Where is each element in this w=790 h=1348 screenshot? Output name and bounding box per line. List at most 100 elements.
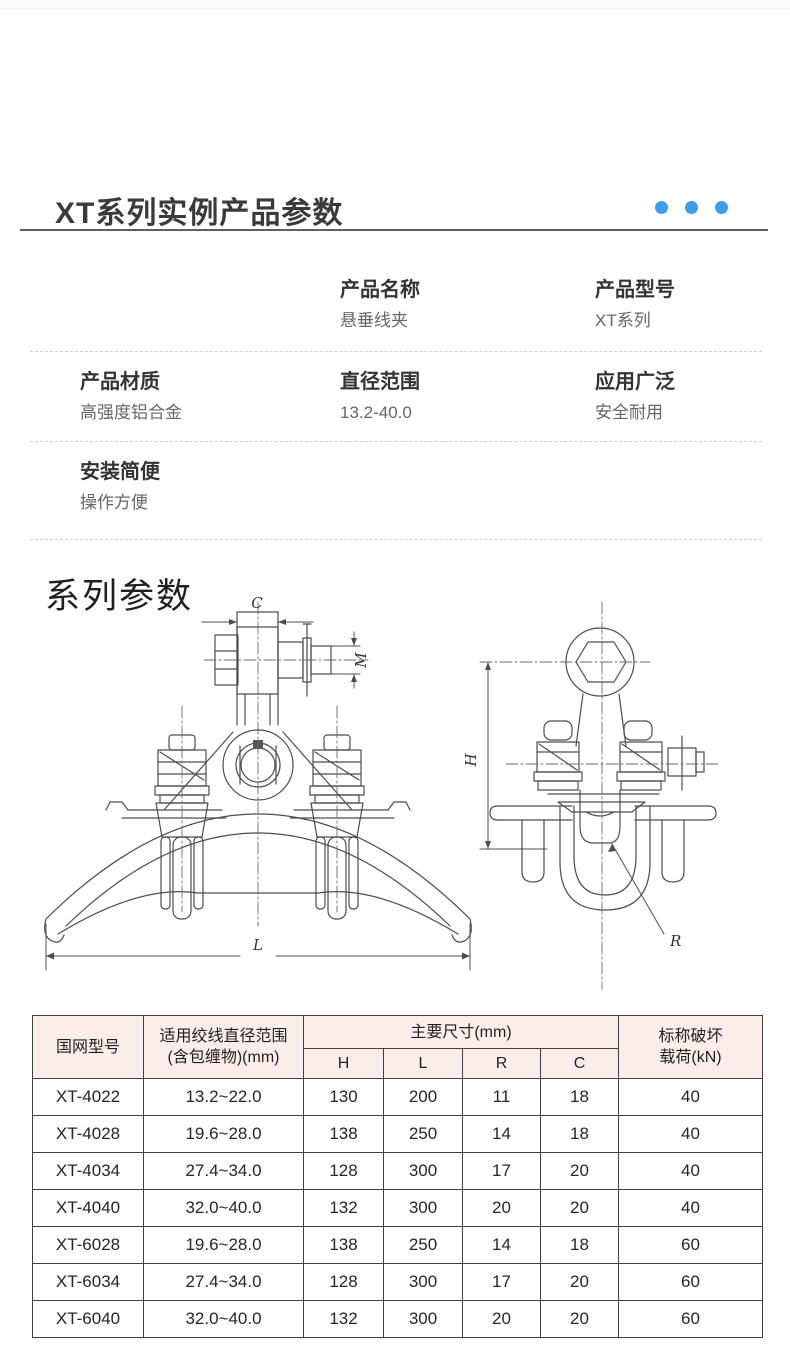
info-label: 安装简便 — [80, 461, 160, 483]
col-header-h: H — [303, 1048, 384, 1079]
col-header-r: R — [462, 1048, 541, 1079]
info-row: 产品材质 高强度铝合金 直径范围 13.2-40.0 应用广泛 安全耐用 — [30, 352, 762, 442]
table-cell: 20 — [462, 1189, 541, 1227]
table-cell: 300 — [383, 1263, 463, 1301]
table-cell: XT-4034 — [32, 1152, 144, 1190]
blue-dot-icon — [715, 201, 728, 214]
table-cell: 250 — [383, 1226, 463, 1264]
table-cell: 138 — [303, 1226, 384, 1264]
table-cell: 14 — [462, 1115, 541, 1153]
front-view-technical-drawing: C M L — [44, 594, 472, 971]
table-cell: 20 — [462, 1300, 541, 1338]
table-cell: 19.6~28.0 — [143, 1115, 304, 1153]
info-cell-product-name: 产品名称 悬垂线夹 — [340, 278, 595, 331]
table-cell: 13.2~22.0 — [143, 1078, 304, 1116]
table-cell: 300 — [383, 1189, 463, 1227]
table-cell: 138 — [303, 1115, 384, 1153]
info-cell-empty — [80, 278, 340, 331]
table-cell: 18 — [539, 1226, 620, 1264]
title-divider — [20, 229, 768, 231]
spec-table-header: 国网型号 适用绞线直径范围 (含包缠物)(mm) 主要尺寸(mm) 标称破坏 载… — [32, 1015, 764, 1079]
table-cell: 128 — [303, 1263, 384, 1301]
info-value: 操作方便 — [80, 493, 148, 512]
table-cell: 130 — [303, 1078, 384, 1116]
series-parameters-heading: 系列参数 — [45, 577, 194, 617]
dim-label-l: L — [252, 936, 263, 954]
table-cell: 18 — [539, 1078, 620, 1116]
blue-dot-icon — [685, 201, 698, 214]
table-cell: 20 — [539, 1300, 620, 1338]
table-cell: XT-6028 — [32, 1226, 144, 1264]
table-cell: 20 — [539, 1152, 620, 1190]
col-header-diameter-range: 适用绞线直径范围 (含包缠物)(mm) — [143, 1015, 304, 1079]
table-cell: 60 — [618, 1300, 764, 1338]
table-cell: 27.4~34.0 — [143, 1263, 304, 1301]
info-label: 直径范围 — [340, 371, 420, 393]
col-header-l: L — [383, 1048, 463, 1079]
table-cell: 17 — [462, 1152, 541, 1190]
table-cell: 18 — [539, 1115, 620, 1153]
table-cell: 132 — [303, 1189, 384, 1227]
page-top-strip — [0, 0, 790, 9]
col-header-model: 国网型号 — [32, 1015, 144, 1079]
side-view-technical-drawing: H R — [462, 601, 719, 990]
info-cell-installation: 安装简便 操作方便 — [80, 460, 340, 513]
table-cell: 60 — [618, 1226, 764, 1264]
table-cell: 132 — [303, 1300, 384, 1338]
info-cell-product-model: 产品型号 XT系列 — [595, 278, 762, 331]
info-cell-empty — [340, 460, 595, 513]
dots-group — [655, 201, 728, 214]
product-info-section: 产品名称 悬垂线夹 产品型号 XT系列 产品材质 高强度铝合金 直径范围 13.… — [0, 232, 790, 540]
spec-table: 国网型号 适用绞线直径范围 (含包缠物)(mm) 主要尺寸(mm) 标称破坏 载… — [32, 1015, 764, 1338]
table-cell: 40 — [618, 1115, 764, 1153]
info-row: 产品名称 悬垂线夹 产品型号 XT系列 — [30, 232, 762, 352]
info-value: 高强度铝合金 — [80, 403, 182, 422]
blue-dot-icon — [655, 201, 668, 214]
table-cell: 40 — [618, 1152, 764, 1190]
info-value: XT系列 — [595, 311, 651, 330]
table-cell: 40 — [618, 1189, 764, 1227]
table-cell: 200 — [383, 1078, 463, 1116]
info-cell-material: 产品材质 高强度铝合金 — [80, 370, 340, 423]
table-cell: 300 — [383, 1152, 463, 1190]
info-value: 悬垂线夹 — [340, 311, 408, 330]
table-cell: XT-4028 — [32, 1115, 144, 1153]
table-cell: 60 — [618, 1263, 764, 1301]
table-cell: 32.0~40.0 — [143, 1189, 304, 1227]
dim-label-c: C — [251, 594, 263, 612]
dim-label-h: H — [462, 753, 480, 768]
table-cell: XT-6040 — [32, 1300, 144, 1338]
info-cell-application: 应用广泛 安全耐用 — [595, 370, 762, 423]
info-label: 应用广泛 — [595, 371, 675, 393]
table-cell: 300 — [383, 1300, 463, 1338]
col-header-c: C — [539, 1048, 620, 1079]
table-cell: 250 — [383, 1115, 463, 1153]
table-cell: 27.4~34.0 — [143, 1152, 304, 1190]
col-header-main-dimensions: 主要尺寸(mm) — [302, 1015, 620, 1049]
info-value: 安全耐用 — [595, 403, 663, 422]
info-value: 13.2-40.0 — [340, 403, 412, 422]
info-label: 产品材质 — [80, 371, 160, 393]
technical-drawings-section: C M L — [0, 592, 790, 1014]
info-cell-empty — [595, 460, 762, 513]
table-cell: 19.6~28.0 — [143, 1226, 304, 1264]
table-cell: 128 — [303, 1152, 384, 1190]
table-cell: XT-4040 — [32, 1189, 144, 1227]
table-cell: XT-6034 — [32, 1263, 144, 1301]
info-cell-diameter: 直径范围 13.2-40.0 — [340, 370, 595, 423]
table-cell: 20 — [539, 1189, 620, 1227]
dim-label-r: R — [669, 932, 681, 950]
col-header-breaking-load: 标称破坏 载荷(kN) — [618, 1015, 764, 1079]
info-label: 产品名称 — [340, 279, 420, 301]
table-cell: XT-4022 — [32, 1078, 144, 1116]
table-cell: 14 — [462, 1226, 541, 1264]
dim-label-m: M — [352, 652, 370, 669]
